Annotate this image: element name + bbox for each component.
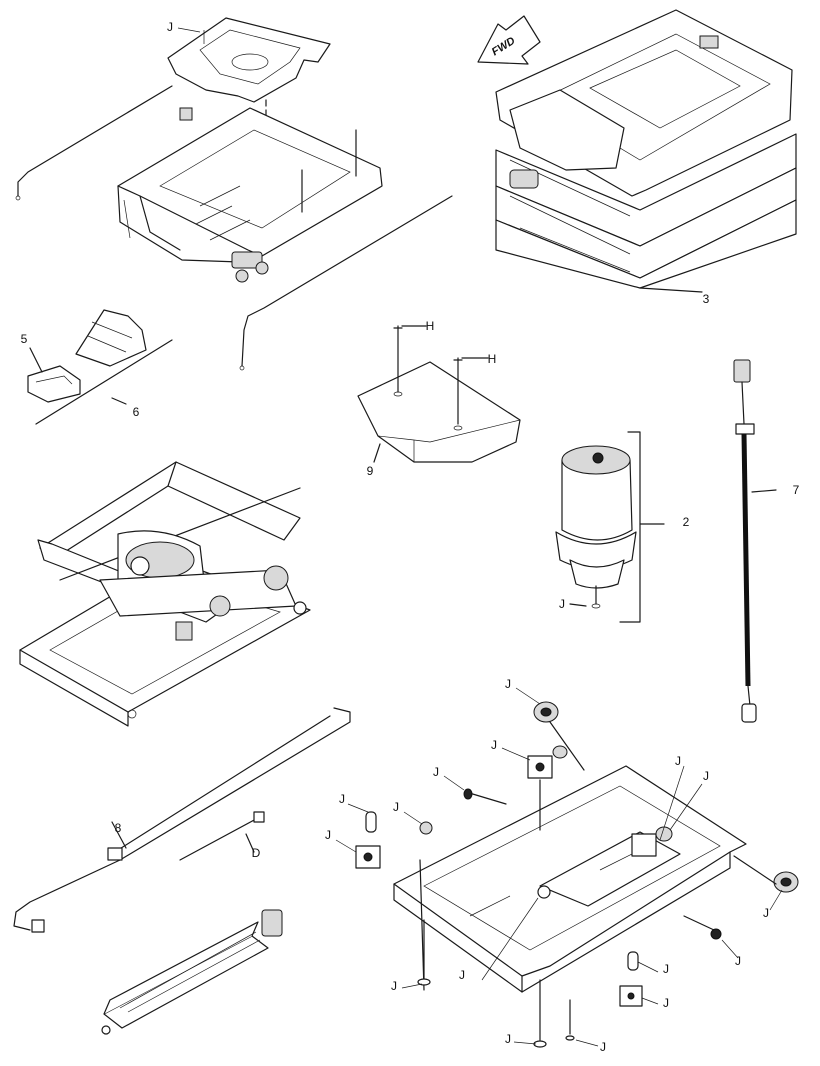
- leader-lines: [177, 27, 783, 1047]
- bolt-2: [683, 915, 722, 940]
- scissor-suspension-frame: [19, 461, 311, 727]
- callout-j-25: J: [663, 996, 669, 1010]
- seat-cushion-pad: [357, 325, 521, 463]
- callout-j-8: J: [559, 597, 565, 611]
- lower-slide-frame: [393, 765, 747, 993]
- armrest-assembly: [101, 909, 283, 1035]
- callout-2-7: 2: [683, 515, 690, 529]
- seat-adjust-rod-left: [15, 85, 173, 201]
- rubber-bumper-top: [533, 701, 585, 771]
- callout-8-18: 8: [115, 821, 122, 835]
- callout-j-26: J: [505, 1032, 511, 1046]
- callout-j-27: J: [600, 1040, 606, 1054]
- callout-j-15: J: [339, 792, 345, 806]
- air-spring-assembly: [555, 431, 665, 623]
- callout-j-16: J: [393, 800, 399, 814]
- seat-adjust-rod-long: [239, 195, 453, 371]
- bolt-1: [463, 788, 507, 805]
- callout-j-13: J: [675, 754, 681, 768]
- pin-1: [365, 811, 377, 833]
- callout-7-9: 7: [793, 483, 800, 497]
- control-cable: [733, 359, 777, 723]
- callout-j-20: J: [763, 906, 769, 920]
- pin-2: [627, 951, 639, 971]
- bolt-long-2: [533, 979, 547, 1048]
- rod-d: [179, 811, 265, 861]
- bolt-long-1: [417, 919, 431, 986]
- callout-d-19: D: [252, 846, 261, 860]
- callout-j-22: J: [459, 968, 465, 982]
- callout-j-24: J: [391, 979, 397, 993]
- callout-j-0: J: [167, 20, 173, 34]
- seat-slide-frame: [117, 107, 383, 283]
- callout-j-10: J: [505, 677, 511, 691]
- callout-3-1: 3: [703, 292, 710, 306]
- forward-direction-arrow: FWD: [477, 15, 541, 65]
- callout-j-21: J: [735, 954, 741, 968]
- callout-h-4: H: [426, 319, 435, 333]
- bracket-block-2: [355, 845, 381, 869]
- callout-j-17: J: [325, 828, 331, 842]
- callout-6-3: 6: [133, 405, 140, 419]
- nut-1: [419, 821, 433, 835]
- callout-5-2: 5: [21, 332, 28, 346]
- latch-assembly: [27, 309, 173, 425]
- bracket-block-4: [619, 985, 643, 1007]
- bracket-block-3: [631, 826, 673, 857]
- handle-rod-assembly: [13, 707, 351, 933]
- rubber-bumper-right: [733, 855, 799, 893]
- callout-j-12: J: [433, 765, 439, 779]
- seat-suspension-assembly: [495, 9, 797, 293]
- callout-h-5: H: [488, 352, 497, 366]
- callout-j-14: J: [703, 769, 709, 783]
- bracket-block-1: [527, 745, 568, 779]
- callout-9-6: 9: [367, 464, 374, 478]
- screw-small: [565, 999, 575, 1041]
- callout-j-23: J: [663, 962, 669, 976]
- callout-j-11: J: [491, 738, 497, 752]
